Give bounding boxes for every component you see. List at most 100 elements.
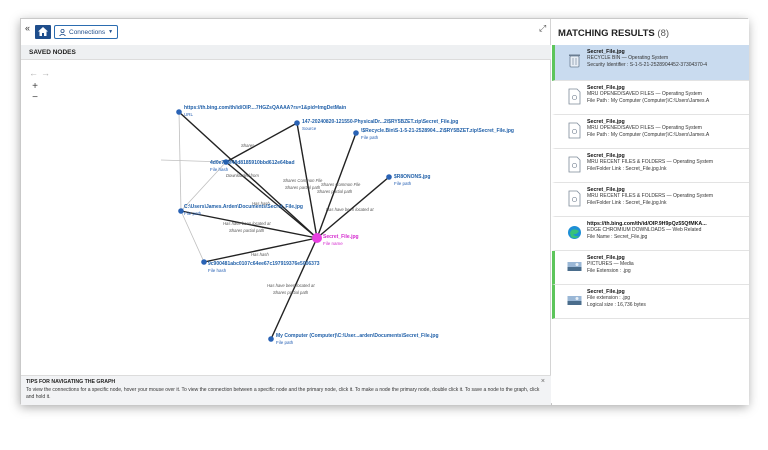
edge-label: Shares Common File [283, 178, 323, 183]
graph-node-hash-2[interactable]: 9c900481abc0107c64ee67c197919376e5006373… [201, 259, 320, 273]
result-category: MRU RECENT FILES & FOLDERS — Operating S… [587, 193, 714, 199]
app-window: « Connections ▼ ⤢ SAVED NODES [20, 18, 749, 405]
saved-nodes-header[interactable]: SAVED NODES [21, 45, 551, 60]
graph-edge [316, 132, 357, 239]
edge-label: Has hash [252, 201, 270, 206]
tips-title: TIPS FOR NAVIGATING THE GRAPH [26, 379, 116, 385]
node-title: https://th.bing.com/th/id/OIP....7HGZsQA… [184, 105, 346, 111]
result-detail: File Path : My Computer (Computer)\C:\Us… [587, 132, 710, 138]
edge-label: Shares partial path [285, 185, 321, 190]
edge-label: Shares partial path [273, 290, 309, 295]
result-name: Secret_File.jpg [587, 85, 625, 91]
edge-label: Shares partial path [229, 228, 265, 233]
result-category: MRU OPENED/SAVED FILES — Operating Syste… [587, 125, 702, 131]
graph-edge-secondary [178, 111, 182, 212]
results-header: MATCHING RESULTS (8) [552, 19, 749, 44]
result-category: RECYCLE BIN — Operating System [587, 55, 669, 61]
node-title: Secret_File.jpg [323, 234, 359, 240]
connection-graph[interactable]: Downloaded from Shares Common File Share… [21, 60, 551, 375]
graph-node-primary[interactable]: Secret_File.jpg File name [312, 233, 359, 246]
recycle-bin-icon [569, 54, 580, 68]
edge-label: Has have been located at [223, 221, 271, 226]
node-type: File path [394, 181, 412, 186]
edge-label: Downloaded from [226, 173, 259, 178]
person-icon [59, 28, 66, 36]
graph-node-recycle-path[interactable]: \$Recycle.Bin\S-1-5-21-2528904...2\$RY5B… [353, 128, 514, 140]
zoom-out-button[interactable]: − [32, 92, 38, 103]
result-name: Secret_File.jpg [587, 289, 625, 295]
chevron-down-icon: ▼ [108, 29, 114, 35]
node-type: File hash [210, 167, 229, 172]
result-name: https://th.bing.com/th/id/OIP.9H9pQz55Qf… [587, 221, 707, 227]
node-title: C:\Users\James.Arden\Documents\Secret_Fi… [184, 204, 303, 210]
connections-label: Connections [69, 28, 106, 36]
result-detail: File Name : Secret_File.jpg [587, 234, 648, 240]
back-arrow-icon[interactable]: ← [29, 68, 41, 78]
graph-node-hash-1[interactable]: 4d0e7b3f48d8185910bbd612e64bad File hash [210, 159, 295, 172]
document-icon [568, 88, 581, 105]
graph-node-r8onons[interactable]: $R8ONONS.jpg File path [386, 174, 430, 186]
graph-toolbar: « Connections ▼ ⤢ [21, 19, 551, 45]
popout-icon[interactable]: ⤢ [539, 23, 547, 33]
saved-nodes-title: SAVED NODES [29, 49, 76, 56]
result-detail: File/Folder Link : Secret_File.jpg.lnk [587, 200, 667, 206]
result-detail: File Path : My Computer (Computer)\C:\Us… [587, 98, 710, 104]
node-type: File path [361, 135, 379, 140]
picture-thumbnail-icon [567, 296, 582, 305]
connections-dropdown[interactable]: Connections ▼ [54, 25, 119, 39]
result-name: Secret_File.jpg [587, 153, 625, 159]
zoom-controls: + − [29, 82, 41, 104]
graph-node-documents-path[interactable]: C:\Users\James.Arden\Documents\Secret_Fi… [178, 204, 303, 216]
close-tips-icon[interactable]: × [540, 378, 545, 385]
tips-text: To view the connections for a specific n… [26, 387, 540, 400]
node-type: File path [184, 211, 202, 216]
collapse-panel-icon[interactable]: « [25, 23, 31, 33]
result-name: Secret_File.jpg [587, 119, 625, 125]
node-type: File path [276, 340, 294, 345]
node-title: 147-20240820-121550-PhysicalDr...2\$RY5B… [302, 119, 458, 125]
graph-edge [180, 210, 318, 239]
result-category: MRU RECENT FILES & FOLDERS — Operating S… [587, 159, 714, 165]
document-icon [568, 122, 581, 139]
edge-label: Has hash [251, 252, 269, 257]
node-title: 9c900481abc0107c64ee67c197919376e5006373 [208, 261, 320, 267]
result-name: Secret_File.jpg [587, 255, 625, 261]
result-detail: Logical size : 16,736 bytes [587, 302, 646, 308]
graph-node-source[interactable]: 147-20240820-121550-PhysicalDr...2\$RY5B… [294, 119, 458, 131]
zoom-in-button[interactable]: + [32, 81, 38, 92]
graph-node-url[interactable]: https://th.bing.com/th/id/OIP....7HGZsQA… [176, 105, 346, 117]
edge-label: Shares [241, 143, 255, 148]
node-type: URL [184, 112, 193, 117]
result-category: EDGE CHROMIUM DOWNLOADS — Web Related [587, 227, 702, 233]
home-button[interactable] [35, 25, 51, 39]
graph-edge-secondary [180, 210, 205, 263]
edge-browser-icon [568, 226, 581, 239]
edge-label: Has have been located at [326, 207, 374, 212]
graph-history-nav: ←→ [29, 68, 53, 78]
edge-label: Has have been located at [267, 283, 315, 288]
node-title: $R8ONONS.jpg [394, 174, 430, 180]
document-icon [568, 156, 581, 173]
result-category: File extension : .jpg [587, 295, 631, 301]
result-detail: File/Folder Link : Secret_File.jpg.lnk [587, 166, 667, 172]
graph-panel: « Connections ▼ ⤢ SAVED NODES [21, 19, 551, 405]
results-count: (8) [657, 28, 670, 39]
result-detail: File Extension : .jpg [587, 268, 631, 274]
result-detail: Security Identifier : S-1-5-21-252890445… [587, 62, 708, 68]
result-name: Secret_File.jpg [587, 49, 625, 55]
forward-arrow-icon[interactable]: → [41, 68, 53, 78]
graph-edge [270, 237, 318, 340]
graph-edge [225, 161, 318, 239]
graph-node-my-computer-path[interactable]: My Computer (Computer)\C:\User...arden\D… [268, 333, 439, 345]
result-item[interactable]: https://th.bing.com/th/id/OIP.9H9pQz55Qf… [552, 217, 749, 251]
results-title: MATCHING RESULTS [558, 28, 655, 39]
